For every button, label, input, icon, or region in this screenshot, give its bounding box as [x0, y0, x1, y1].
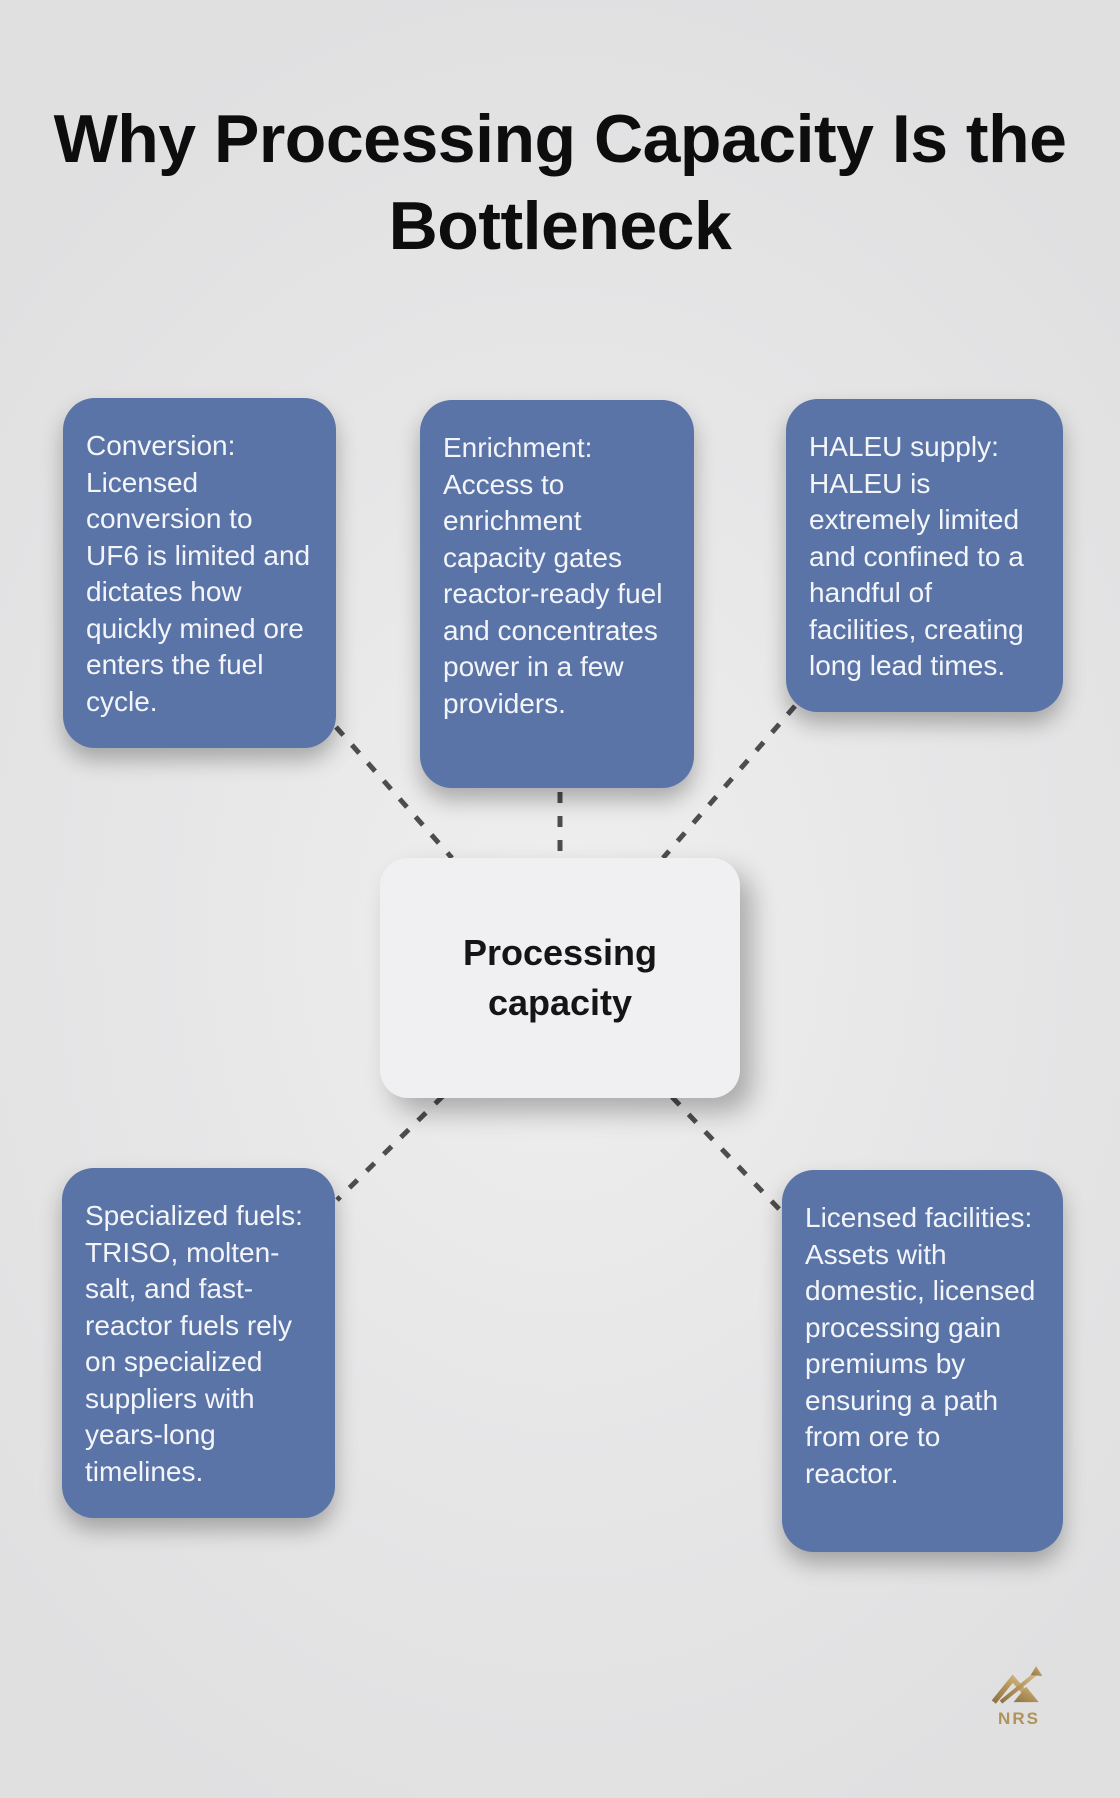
mountain-arrow-icon: [991, 1666, 1043, 1704]
node-licensed-facilities-text: Licensed facilities: Assets with domesti…: [805, 1202, 1036, 1489]
node-conversion: Conversion: Licensed conversion to UF6 i…: [63, 398, 336, 748]
node-enrichment: Enrichment: Access to enrichment capacit…: [420, 400, 694, 788]
page-title-line-1: Why Processing Capacity Is the: [53, 101, 1067, 177]
nrs-logo: NRS: [988, 1664, 1050, 1729]
nrs-logo-text: NRS: [998, 1709, 1040, 1728]
node-conversion-text: Conversion: Licensed conversion to UF6 i…: [86, 430, 311, 717]
page-title: Why Processing Capacity Is the Bottlenec…: [0, 96, 1120, 270]
node-enrichment-text: Enrichment: Access to enrichment capacit…: [443, 432, 663, 719]
page-title-line-2: Bottleneck: [388, 188, 732, 264]
node-haleu-supply: HALEU supply: HALEU is extremely limited…: [786, 399, 1063, 712]
connector-licensed-line: [670, 1095, 782, 1212]
connector-specialized-line: [335, 1094, 445, 1202]
node-specialized-fuels-text: Specialized fuels: TRISO, molten-salt, a…: [85, 1200, 303, 1487]
node-haleu-supply-text: HALEU supply: HALEU is extremely limited…: [809, 431, 1024, 681]
center-node-processing-capacity: Processing capacity: [380, 858, 740, 1098]
node-licensed-facilities: Licensed facilities: Assets with domesti…: [782, 1170, 1063, 1552]
node-specialized-fuels: Specialized fuels: TRISO, molten-salt, a…: [62, 1168, 335, 1518]
center-node-label: Processing capacity: [462, 932, 658, 1023]
